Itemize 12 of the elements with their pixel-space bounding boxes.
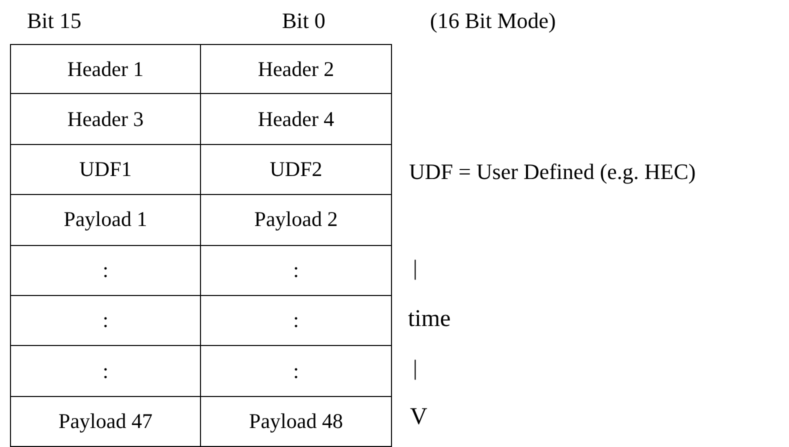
table-cell: Payload 47: [10, 396, 201, 447]
time-axis-mark: |: [413, 355, 418, 381]
column-heading: Bit 15: [27, 8, 82, 34]
time-axis-mark: |: [413, 255, 418, 281]
legend-note: UDF = User Defined (e.g. HEC): [409, 159, 696, 185]
table-cell: Header 2: [200, 44, 392, 94]
time-axis-arrowhead: V: [410, 403, 428, 432]
time-axis-label: time: [408, 305, 451, 334]
table-cell: Header 1: [10, 44, 201, 94]
column-heading: Bit 0: [282, 8, 326, 34]
mode-note: (16 Bit Mode): [430, 8, 556, 34]
table-cell: Payload 48: [200, 396, 392, 447]
